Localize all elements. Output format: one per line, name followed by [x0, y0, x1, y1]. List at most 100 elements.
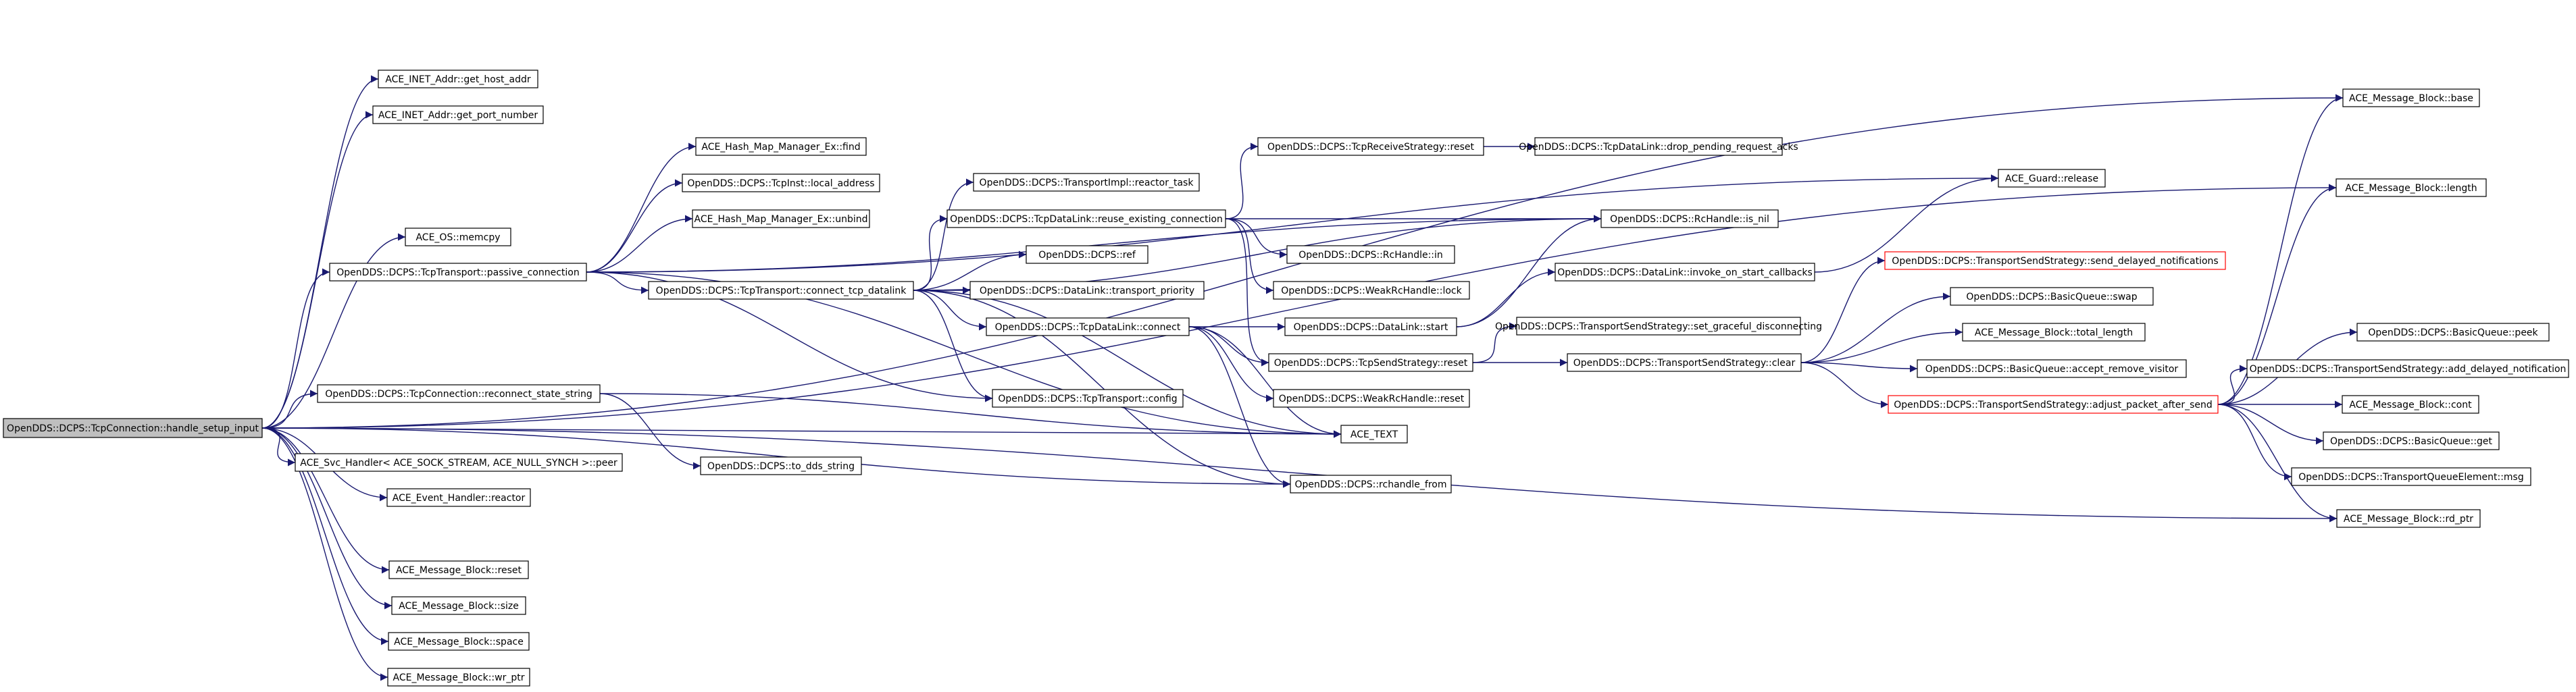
node-box: [992, 389, 1184, 408]
node-dcps-ref[interactable]: OpenDDS::DCPS::ref: [1026, 245, 1148, 264]
node-root[interactable]: OpenDDS::DCPS::TcpConnection::handle_set…: [3, 418, 263, 438]
edge-adjust-packet-to-bq-get: [2217, 404, 2324, 445]
node-box: [2356, 323, 2550, 342]
node-label: ACE_Event_Handler::reactor: [393, 493, 526, 504]
node-reuse-existing-connection[interactable]: OpenDDS::DCPS::TcpDataLink::reuse_existi…: [946, 209, 1226, 228]
node-box: [2246, 359, 2569, 378]
node-reactor-task[interactable]: OpenDDS::DCPS::TransportImpl::reactor_ta…: [973, 173, 1200, 192]
node-label: ACE_Message_Block::space: [394, 637, 524, 647]
node-mb-size[interactable]: ACE_Message_Block::size: [391, 596, 526, 615]
node-dl-start[interactable]: OpenDDS::DCPS::DataLink::start: [1284, 317, 1457, 336]
node-box: [2342, 88, 2480, 107]
node-tss-clear[interactable]: OpenDDS::DCPS::TransportSendStrategy::cl…: [1567, 353, 1802, 372]
node-tss-reset[interactable]: OpenDDS::DCPS::TcpSendStrategy::reset: [1268, 353, 1473, 372]
edges-layer: [261, 75, 2358, 681]
node-memcpy[interactable]: ACE_OS::memcpy: [405, 228, 511, 246]
node-box: [946, 209, 1226, 228]
edge-root-to-passive-connection: [261, 268, 330, 429]
node-send-delayed[interactable]: OpenDDS::DCPS::TransportSendStrategy::se…: [1884, 251, 2226, 270]
node-label: ACE_Svc_Handler< ACE_SOCK_STREAM, ACE_NU…: [300, 458, 617, 469]
edge-connect-tcp-datalink-to-rchandle-from: [913, 290, 1291, 488]
node-reactor[interactable]: ACE_Event_Handler::reactor: [386, 488, 531, 507]
node-box: [1273, 281, 1470, 300]
node-tdl-connect[interactable]: OpenDDS::DCPS::TcpDataLink::connect: [986, 317, 1190, 336]
node-bq-swap[interactable]: OpenDDS::DCPS::BasicQueue::swap: [1950, 287, 2154, 306]
node-guard-release[interactable]: ACE_Guard::release: [1998, 169, 2106, 188]
node-passive-connection[interactable]: OpenDDS::DCPS::TcpTransport::passive_con…: [329, 263, 587, 282]
node-box: [2323, 431, 2500, 450]
node-rch-in[interactable]: OpenDDS::DCPS::RcHandle::in: [1286, 245, 1455, 264]
node-label: OpenDDS::DCPS::TransportSendStrategy::se…: [1892, 256, 2218, 267]
node-reconnect-state-string[interactable]: OpenDDS::DCPS::TcpConnection::reconnect_…: [317, 384, 601, 403]
node-invoke-on-start[interactable]: OpenDDS::DCPS::DataLink::invoke_on_start…: [1555, 263, 1815, 282]
node-box: [648, 281, 914, 300]
node-label: ACE_Guard::release: [2005, 174, 2098, 184]
node-transport-priority[interactable]: OpenDDS::DCPS::DataLink::transport_prior…: [969, 281, 1205, 300]
node-label: ACE_Message_Block::cont: [2349, 400, 2472, 410]
node-label: OpenDDS::DCPS::TcpReceiveStrategy::reset: [1267, 142, 1475, 153]
node-drop-pending[interactable]: OpenDDS::DCPS::TcpDataLink::drop_pending…: [1519, 137, 1798, 156]
node-label: OpenDDS::DCPS::TcpConnection::reconnect_…: [325, 389, 592, 400]
node-wrch-reset[interactable]: OpenDDS::DCPS::WeakRcHandle::reset: [1273, 389, 1470, 408]
edge-tdl-connect-to-rchandle-from: [1188, 326, 1291, 488]
node-box: [1268, 353, 1473, 372]
node-label: ACE_OS::memcpy: [415, 232, 500, 243]
node-get-host-addr[interactable]: ACE_INET_Addr::get_host_addr: [378, 70, 538, 88]
edge-reuse-existing-connection-to-wrch-lock: [1225, 218, 1274, 294]
node-connect-tcp-datalink[interactable]: OpenDDS::DCPS::TcpTransport::connect_tcp…: [648, 281, 914, 300]
node-mb-rd-ptr[interactable]: ACE_Message_Block::rd_ptr: [2336, 509, 2481, 528]
node-trs-reset[interactable]: OpenDDS::DCPS::TcpReceiveStrategy::reset: [1257, 137, 1484, 156]
node-box: [386, 488, 531, 507]
node-box: [1340, 425, 1408, 444]
node-mb-wr-ptr[interactable]: ACE_Message_Block::wr_ptr: [387, 668, 530, 687]
node-peer[interactable]: ACE_Svc_Handler< ACE_SOCK_STREAM, ACE_NU…: [295, 453, 623, 472]
node-box: [388, 632, 530, 651]
node-rchandle-from[interactable]: OpenDDS::DCPS::rchandle_from: [1290, 475, 1452, 494]
node-label: OpenDDS::DCPS::DataLink::start: [1294, 322, 1448, 333]
node-hm-find[interactable]: ACE_Hash_Map_Manager_Ex::find: [695, 137, 867, 156]
node-label: ACE_Hash_Map_Manager_Ex::unbind: [694, 214, 868, 225]
node-bq-peek[interactable]: OpenDDS::DCPS::BasicQueue::peek: [2356, 323, 2550, 342]
node-label: OpenDDS::DCPS::BasicQueue::accept_remove…: [1925, 364, 2179, 375]
node-add-delayed[interactable]: OpenDDS::DCPS::TransportSendStrategy::ad…: [2246, 359, 2569, 378]
node-box: [2335, 178, 2487, 197]
edge-dl-start-to-invoke-on-start: [1456, 268, 1556, 327]
node-bq-get[interactable]: OpenDDS::DCPS::BasicQueue::get: [2323, 431, 2500, 450]
node-box: [1884, 251, 2226, 270]
node-to-dds-string[interactable]: OpenDDS::DCPS::to_dds_string: [700, 456, 862, 475]
node-mb-reset[interactable]: ACE_Message_Block::reset: [388, 560, 529, 579]
node-hm-unbind[interactable]: ACE_Hash_Map_Manager_Ex::unbind: [692, 209, 870, 228]
node-box: [317, 384, 601, 403]
node-is-nil[interactable]: OpenDDS::DCPS::RcHandle::is_nil: [1600, 209, 1779, 228]
node-local-address[interactable]: OpenDDS::DCPS::TcpInst::local_address: [682, 174, 880, 192]
node-label: OpenDDS::DCPS::DataLink::invoke_on_start…: [1557, 267, 1813, 278]
node-bq-accept-remove[interactable]: OpenDDS::DCPS::BasicQueue::accept_remove…: [1917, 359, 2187, 378]
node-tt-config[interactable]: OpenDDS::DCPS::TcpTransport::config: [992, 389, 1184, 408]
node-get-port-number[interactable]: ACE_INET_Addr::get_port_number: [372, 105, 544, 124]
nodes-layer: OpenDDS::DCPS::TcpConnection::handle_set…: [3, 70, 2569, 687]
node-ace-text[interactable]: ACE_TEXT: [1340, 425, 1408, 444]
edge-reuse-existing-connection-to-tss-reset: [1225, 218, 1269, 367]
node-mb-base[interactable]: ACE_Message_Block::base: [2342, 88, 2480, 107]
edge-tss-clear-to-bq-swap: [1800, 292, 1951, 363]
edge-tdl-connect-to-ace-text: [1188, 326, 1342, 438]
node-wrch-lock[interactable]: OpenDDS::DCPS::WeakRcHandle::lock: [1273, 281, 1470, 300]
node-box: [2336, 509, 2481, 528]
node-label: OpenDDS::DCPS::DataLink::transport_prior…: [980, 286, 1194, 296]
node-label: OpenDDS::DCPS::WeakRcHandle::lock: [1281, 286, 1462, 296]
node-mb-cont[interactable]: ACE_Message_Block::cont: [2342, 395, 2479, 414]
node-mb-total-length[interactable]: ACE_Message_Block::total_length: [1962, 323, 2146, 342]
node-mb-space[interactable]: ACE_Message_Block::space: [388, 632, 530, 651]
node-set-graceful[interactable]: OpenDDS::DCPS::TransportSendStrategy::se…: [1495, 317, 1822, 336]
node-adjust-packet[interactable]: OpenDDS::DCPS::TransportSendStrategy::ad…: [1888, 395, 2219, 414]
edge-tss-reset-to-set-graceful: [1472, 322, 1517, 363]
node-label: ACE_INET_Addr::get_port_number: [378, 110, 538, 121]
edge-connect-tcp-datalink-to-reactor-task: [913, 178, 974, 291]
edge-tss-clear-to-adjust-packet: [1800, 362, 1889, 408]
node-tqe-msg[interactable]: OpenDDS::DCPS::TransportQueueElement::ms…: [2291, 467, 2531, 486]
node-label: OpenDDS::DCPS::TcpTransport::config: [998, 394, 1177, 404]
node-mb-length[interactable]: ACE_Message_Block::length: [2335, 178, 2487, 197]
edge-tdl-connect-to-tss-reset: [1188, 326, 1269, 367]
node-label: OpenDDS::DCPS::BasicQueue::swap: [1966, 292, 2137, 302]
